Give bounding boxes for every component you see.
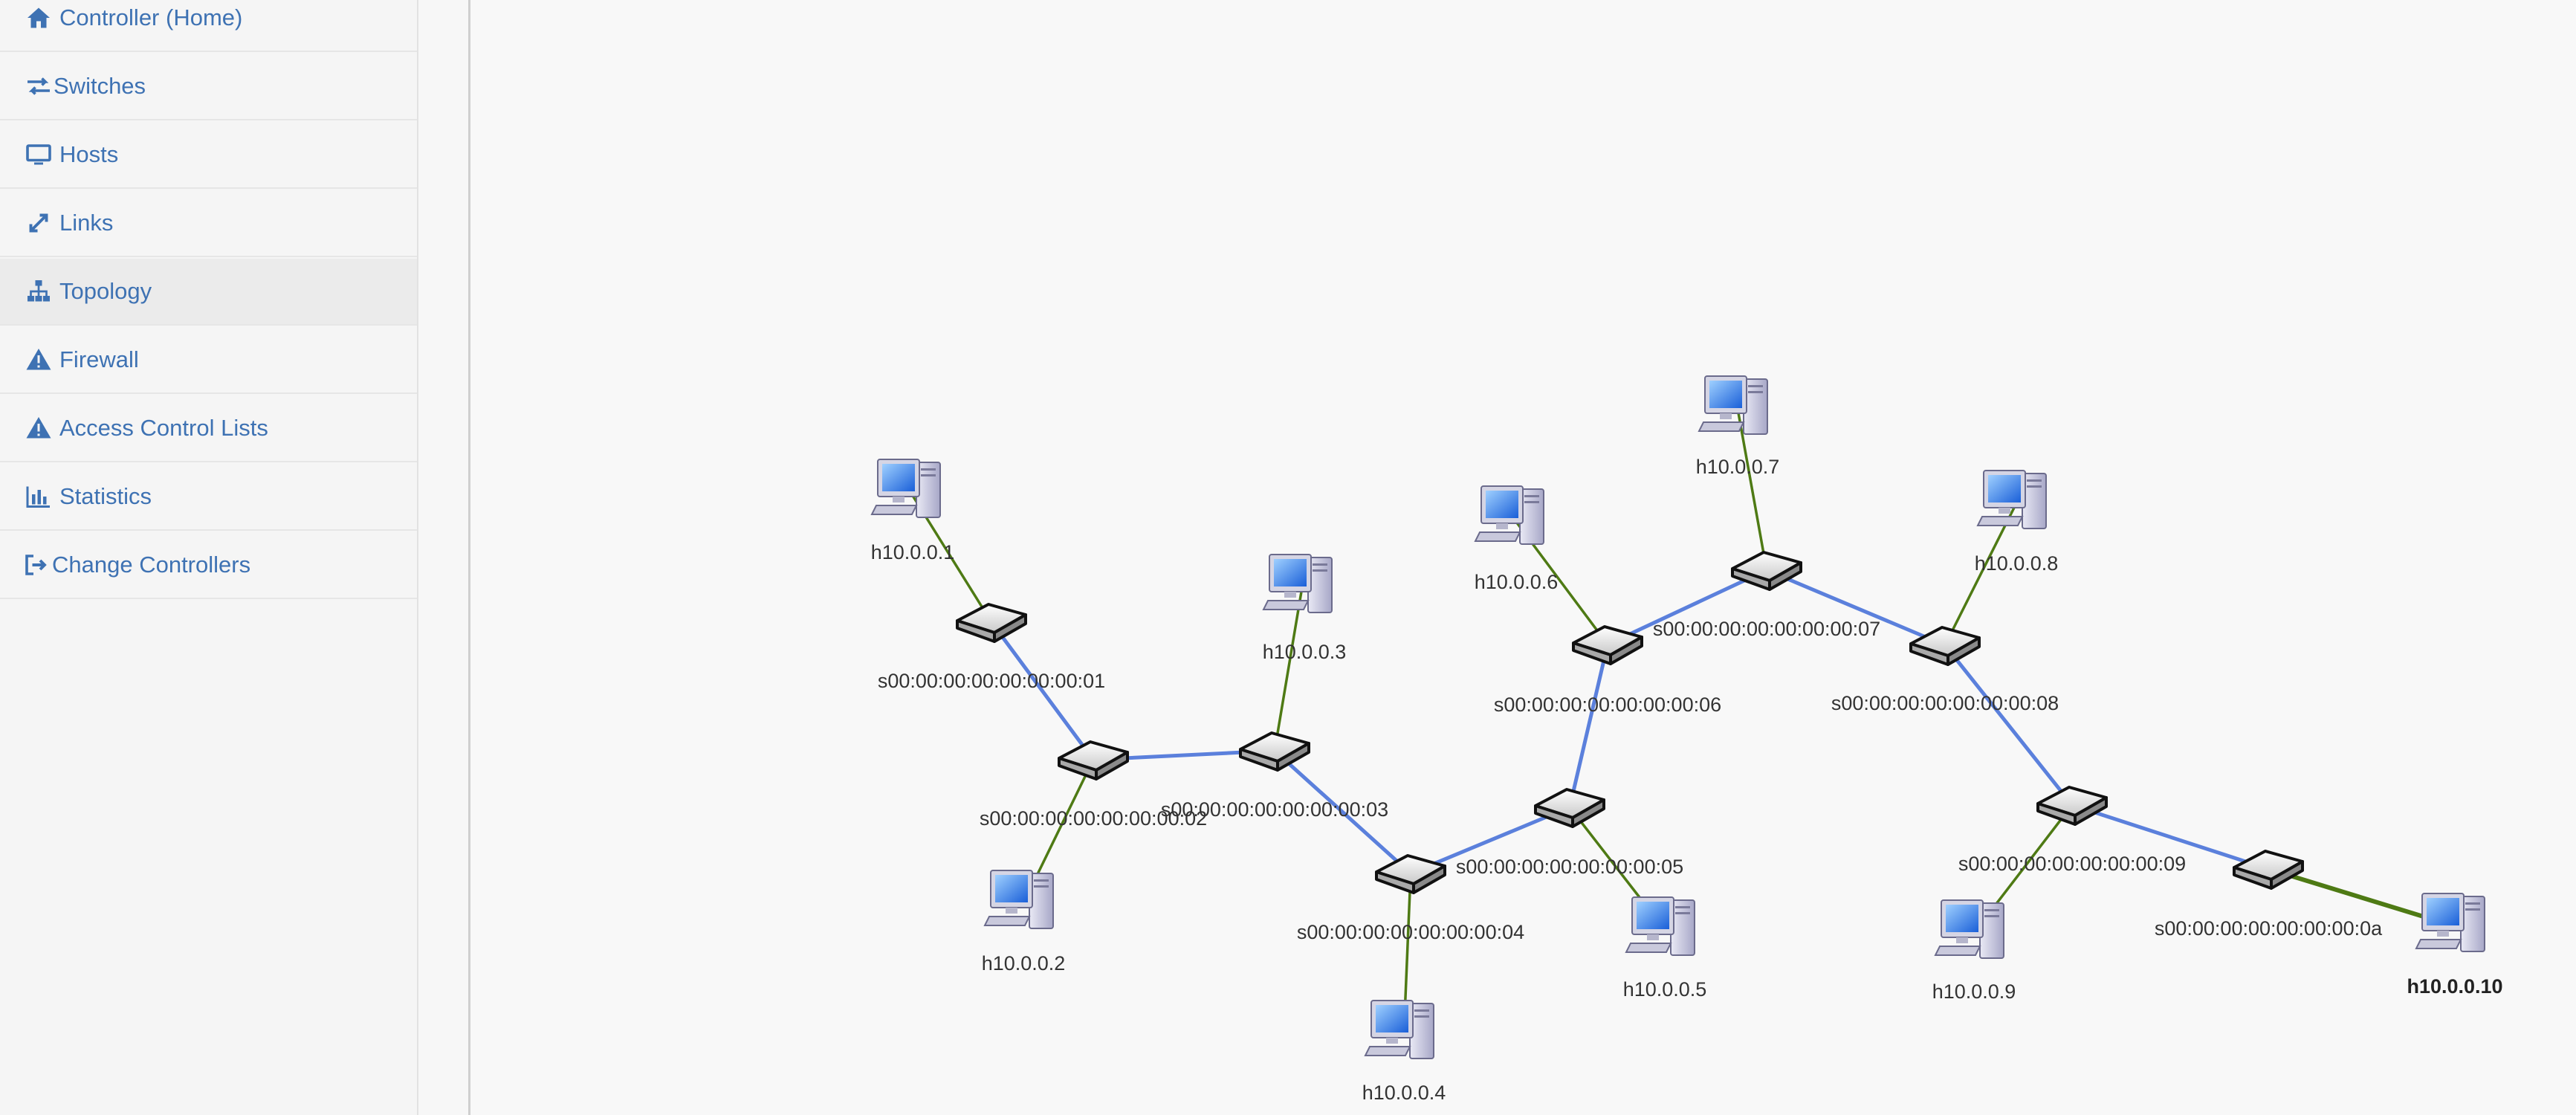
host-computer-icon[interactable] bbox=[1365, 1000, 1434, 1059]
sidebar-item-firewall[interactable]: Firewall bbox=[0, 327, 417, 394]
switch-node-icon[interactable] bbox=[2233, 850, 2304, 890]
sidebar-item-label: Topology bbox=[59, 278, 152, 304]
sidebar-item-label: Statistics bbox=[59, 483, 152, 509]
switch-label: s00:00:00:00:00:00:00:0a bbox=[2155, 917, 2383, 940]
switch-link[interactable] bbox=[1944, 644, 2074, 807]
switch-node-icon[interactable] bbox=[956, 603, 1027, 643]
host-label: h10.0.0.1 bbox=[871, 541, 955, 563]
sidebar-item-access-control-lists[interactable]: Access Control Lists bbox=[0, 395, 417, 462]
warning-icon bbox=[26, 349, 51, 370]
host-computer-icon[interactable] bbox=[871, 459, 941, 518]
sidebar-item-label: Firewall bbox=[59, 346, 139, 372]
switch-label: s00:00:00:00:00:00:00:02 bbox=[980, 807, 1207, 830]
switch-link[interactable] bbox=[1567, 644, 1610, 808]
sidebar-item-links[interactable]: Links bbox=[0, 190, 417, 257]
sidebar-item-switches[interactable]: Switches bbox=[0, 54, 417, 120]
sidebar-item-label: Hosts bbox=[59, 141, 119, 167]
switch-arrows-icon bbox=[27, 77, 50, 95]
host-label: h10.0.0.10 bbox=[2407, 975, 2502, 998]
host-link[interactable] bbox=[1944, 502, 2018, 646]
host-label: h10.0.0.9 bbox=[1932, 980, 2016, 1003]
sidebar-item-label: Links bbox=[59, 210, 114, 236]
sidebar-item-statistics[interactable]: Statistics bbox=[0, 464, 417, 531]
switch-node-icon[interactable] bbox=[1239, 731, 1310, 772]
host-computer-icon[interactable] bbox=[2415, 893, 2485, 952]
bar-chart-icon bbox=[26, 486, 50, 508]
switch-link[interactable] bbox=[1766, 568, 1946, 647]
switch-label: s00:00:00:00:00:00:00:07 bbox=[1653, 618, 1880, 640]
expand-arrows-icon bbox=[29, 213, 48, 233]
nodes-layer: h10.0.0.1 h10.0.0.2 h10.0.0.3 h10.0.0.4 h10.… bbox=[871, 375, 2503, 1104]
host-label: h10.0.0.4 bbox=[1362, 1082, 1446, 1104]
host-link[interactable] bbox=[1273, 586, 1304, 752]
host-computer-icon[interactable] bbox=[1698, 375, 1768, 435]
switch-node-icon[interactable] bbox=[1058, 740, 1129, 780]
switch-label: s00:00:00:00:00:00:00:09 bbox=[1958, 853, 2186, 875]
sidebar-nav: Controller (Home) Switches Hosts Links T… bbox=[0, 0, 418, 1115]
host-label: h10.0.0.5 bbox=[1623, 978, 1707, 1001]
switch-link[interactable] bbox=[1606, 568, 1768, 647]
switch-label: s00:00:00:00:00:00:00:04 bbox=[1297, 921, 1524, 943]
switch-label: s00:00:00:00:00:00:00:01 bbox=[878, 670, 1105, 692]
switch-label: s00:00:00:00:00:00:00:03 bbox=[1161, 798, 1388, 821]
switch-label: s00:00:00:00:00:00:00:08 bbox=[1831, 692, 2059, 714]
host-computer-icon[interactable] bbox=[1475, 485, 1544, 545]
host-computer-icon[interactable] bbox=[1625, 896, 1695, 956]
sidebar-item-change-controllers[interactable]: Change Controllers bbox=[0, 532, 417, 599]
host-computer-icon[interactable] bbox=[1263, 554, 1333, 613]
switch-node-icon[interactable] bbox=[1375, 854, 1446, 894]
host-computer-icon[interactable] bbox=[984, 870, 1054, 929]
switch-link[interactable] bbox=[989, 621, 1096, 761]
warning-icon bbox=[26, 417, 51, 439]
switch-label: s00:00:00:00:00:00:00:06 bbox=[1494, 694, 1721, 716]
monitor-icon bbox=[26, 144, 51, 165]
host-label: h10.0.0.3 bbox=[1263, 641, 1347, 663]
switch-label: s00:00:00:00:00:00:00:05 bbox=[1456, 856, 1683, 878]
home-icon bbox=[27, 7, 50, 28]
sidebar-item-topology[interactable]: Topology bbox=[0, 259, 417, 326]
sidebar-item-label: Switches bbox=[54, 73, 146, 99]
sign-in-icon bbox=[25, 555, 47, 575]
host-label: h10.0.0.7 bbox=[1696, 456, 1780, 478]
sidebar-splitter[interactable] bbox=[418, 0, 470, 1115]
host-link[interactable] bbox=[1736, 408, 1768, 571]
host-computer-icon[interactable] bbox=[1977, 470, 2047, 529]
host-computer-icon[interactable] bbox=[1935, 899, 2004, 959]
switch-node-icon[interactable] bbox=[1731, 551, 1802, 591]
sidebar-item-label: Access Control Lists bbox=[59, 415, 268, 441]
host-label: h10.0.0.6 bbox=[1475, 571, 1559, 593]
sitemap-icon bbox=[27, 280, 50, 302]
host-label: h10.0.0.2 bbox=[982, 952, 1066, 975]
switch-link[interactable] bbox=[1273, 749, 1412, 875]
sidebar-item-hosts[interactable]: Hosts bbox=[0, 122, 417, 189]
sidebar-item-label: Change Controllers bbox=[52, 552, 251, 578]
sidebar-item-controller-home[interactable]: Controller (Home) bbox=[0, 0, 417, 52]
switch-node-icon[interactable] bbox=[1909, 626, 1981, 666]
switch-node-icon[interactable] bbox=[1534, 788, 1605, 828]
switch-link[interactable] bbox=[2071, 803, 2269, 871]
sidebar-item-label: Controller (Home) bbox=[59, 4, 243, 30]
switch-node-icon[interactable] bbox=[2036, 786, 2108, 826]
host-label: h10.0.0.8 bbox=[1975, 552, 2059, 575]
